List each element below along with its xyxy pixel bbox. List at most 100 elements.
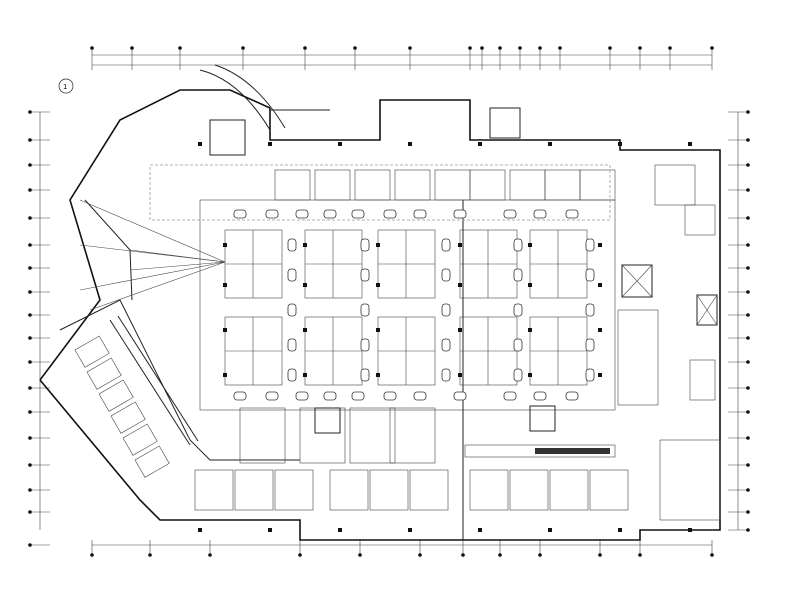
fixture-pad — [513, 338, 523, 352]
fixture-pad — [585, 338, 595, 352]
fixture-pad — [233, 391, 247, 401]
axis-node — [28, 410, 32, 414]
fixture-pad — [383, 209, 397, 219]
radial-lines — [79, 199, 226, 311]
column — [338, 142, 342, 146]
fixture-pad — [585, 368, 595, 382]
axis-node — [746, 138, 750, 142]
axis-node — [28, 163, 32, 167]
column — [598, 243, 602, 247]
axis-marker-label: 1 — [63, 83, 67, 91]
shop-unit — [86, 357, 122, 390]
right-dimension-axis — [728, 110, 750, 532]
column — [458, 373, 462, 377]
fixture-pad — [295, 209, 309, 219]
shop-unit — [329, 469, 369, 511]
axis-node — [28, 313, 32, 317]
shop-unit — [469, 469, 509, 511]
axis-node — [130, 46, 134, 50]
column — [688, 528, 692, 532]
shop-unit — [354, 169, 391, 201]
column — [268, 528, 272, 532]
axis-node — [746, 510, 750, 514]
column — [548, 528, 552, 532]
axis-node — [461, 553, 465, 557]
axis-node — [28, 266, 32, 270]
shop-unit — [689, 359, 716, 401]
fixture-pad — [453, 209, 467, 219]
axis-node — [28, 488, 32, 492]
stair-cores — [209, 107, 718, 434]
shop-unit — [659, 439, 721, 521]
axis-node — [668, 46, 672, 50]
axis-node — [468, 46, 472, 50]
escalators — [109, 64, 330, 446]
column — [268, 142, 272, 146]
axis-node — [746, 360, 750, 364]
axis-node — [746, 488, 750, 492]
axis-node — [208, 553, 212, 557]
axis-node — [353, 46, 357, 50]
column — [528, 373, 532, 377]
axis-node — [28, 436, 32, 440]
fixture-pad — [351, 391, 365, 401]
axis-node — [298, 553, 302, 557]
column — [303, 243, 307, 247]
fixture-pad — [513, 238, 523, 252]
axis-node — [28, 543, 32, 547]
fixture-pad — [360, 368, 370, 382]
axis-node — [638, 46, 642, 50]
shop-unit — [654, 164, 696, 206]
column — [223, 283, 227, 287]
fixture-pad — [441, 303, 451, 317]
building-outline — [39, 89, 721, 541]
axis-node — [746, 386, 750, 390]
fixture-pad — [265, 391, 279, 401]
main-hall — [199, 199, 616, 540]
axis-node — [148, 553, 152, 557]
axis-node — [480, 46, 484, 50]
axis-node — [498, 553, 502, 557]
shop-unit — [549, 469, 589, 511]
axis-node — [90, 553, 94, 557]
column — [528, 328, 532, 332]
fixture-pad — [287, 303, 297, 317]
axis-node — [746, 410, 750, 414]
shop-unit — [274, 469, 314, 511]
axis-marker: 1 — [58, 78, 74, 94]
shop-unit — [110, 401, 146, 434]
fixture-pad — [453, 391, 467, 401]
axis-node — [28, 138, 32, 142]
shop-unit — [617, 309, 659, 406]
shop-unit — [434, 169, 471, 201]
shop-unit — [234, 469, 274, 511]
fixture-pad — [233, 209, 247, 219]
shop-unit — [274, 169, 311, 201]
axis-node — [710, 46, 714, 50]
axis-node — [418, 553, 422, 557]
hall-fixtures — [233, 209, 595, 401]
axis-node — [90, 46, 94, 50]
column — [198, 142, 202, 146]
column — [303, 328, 307, 332]
axis-node — [638, 553, 642, 557]
axis-node — [558, 46, 562, 50]
column — [688, 142, 692, 146]
column — [478, 528, 482, 532]
axis-node — [538, 553, 542, 557]
fixture-pad — [585, 268, 595, 282]
fixture-pad — [360, 338, 370, 352]
axis-node — [28, 510, 32, 514]
bottom-counter — [464, 444, 616, 458]
shop-unit — [314, 169, 351, 201]
shop-unit — [409, 469, 449, 511]
axis-node — [746, 313, 750, 317]
axis-node — [746, 436, 750, 440]
shop-unit — [369, 469, 409, 511]
axis-node — [746, 266, 750, 270]
fixture-pad — [513, 368, 523, 382]
shop-unit — [349, 407, 396, 464]
fixture-pad — [503, 391, 517, 401]
column — [598, 328, 602, 332]
